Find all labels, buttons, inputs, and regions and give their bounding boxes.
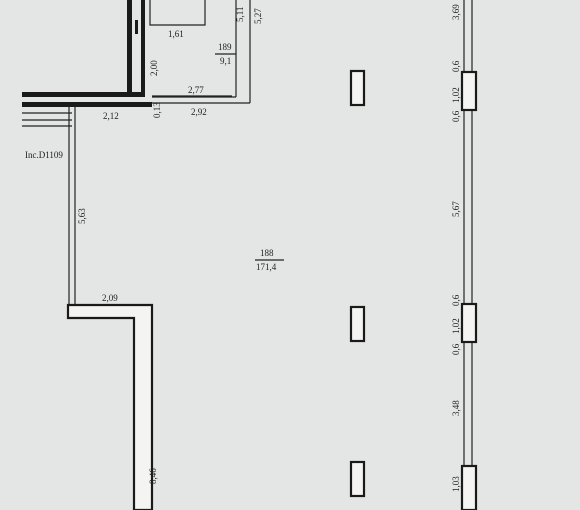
wall-column-2 — [460, 302, 478, 344]
dim-5-11: 5,11 — [235, 7, 245, 22]
wall-horizontal-bottom — [22, 102, 152, 107]
dim-5-67: 5,67 — [451, 201, 461, 217]
room-189-number: 189 — [218, 42, 232, 52]
dim-3-69: 3,69 — [451, 4, 461, 20]
dim-0-6-a: 0,6 — [451, 60, 461, 72]
wall-column-3 — [460, 464, 478, 510]
dim-3-48: 3,48 — [451, 400, 461, 416]
dim-2-92: 2,92 — [191, 107, 207, 117]
dim-2-12: 2,12 — [103, 111, 119, 121]
wall-upper-vertical-inner — [141, 0, 145, 97]
dim-2-77: 2,77 — [188, 85, 204, 95]
interior-column-3 — [349, 460, 366, 498]
dim-0-13: 0,13 — [152, 102, 162, 118]
wall-column-1 — [460, 70, 478, 112]
dim-5-63: 5,63 — [77, 208, 87, 224]
room-189-area: 9,1 — [220, 56, 231, 66]
wall-horizontal-top — [22, 92, 145, 97]
dim-1-61: 1,61 — [168, 29, 184, 39]
dim-0-6-c: 0,6 — [451, 294, 461, 306]
dim-2-09: 2,09 — [102, 293, 118, 303]
dim-1-02-a: 1,02 — [451, 87, 461, 103]
dim-1-02-b: 1,02 — [451, 318, 461, 334]
wall-upper-vertical-tick — [135, 20, 138, 34]
room-189-top-wall — [149, 0, 206, 26]
room-188-area: 171,4 — [256, 262, 277, 272]
interior-column-2 — [349, 305, 366, 343]
dim-0-6-d: 0,6 — [451, 343, 461, 355]
room-188-number: 188 — [260, 248, 274, 258]
dim-5-27: 5,27 — [253, 8, 263, 24]
dim-0-6-b: 0,6 — [451, 110, 461, 122]
entrance-label: Inc.D1109 — [25, 150, 63, 160]
dim-8-46: 8,46 — [148, 468, 158, 484]
wall-upper-vertical-outer — [127, 0, 132, 97]
wall-lower-left — [66, 303, 154, 510]
dim-2-00: 2,00 — [149, 60, 159, 76]
interior-column-1 — [349, 69, 366, 107]
dim-1-03: 1,03 — [451, 476, 461, 492]
